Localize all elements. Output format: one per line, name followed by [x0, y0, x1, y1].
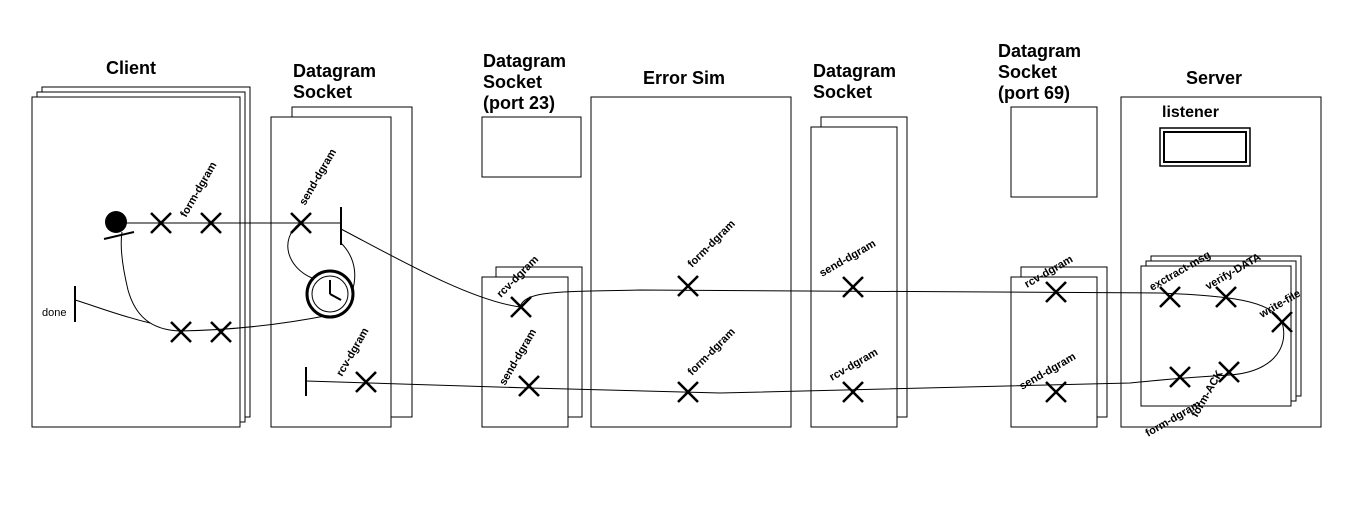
server-form-dgram-cross [1169, 366, 1191, 388]
start-dot-icon [105, 211, 127, 233]
start-underline [103, 231, 135, 240]
errorsim-cross-top [677, 275, 699, 297]
errorsim-cross-bottom [677, 381, 699, 403]
socket2-title-line3: (port 23) [483, 93, 555, 113]
socket2-title-line1: Datagram [483, 51, 566, 71]
socket1-title-line1: Datagram [293, 61, 376, 81]
listener-label: listener [1162, 104, 1219, 121]
socket3-send-cross [842, 276, 864, 298]
socket2-port-box [481, 116, 582, 178]
forward-flow-line [519, 289, 1283, 323]
socket4-box [1010, 276, 1098, 428]
server-write-cross [1271, 311, 1293, 333]
server-extract-cross [1159, 286, 1181, 308]
socket2-title-line2: Socket [483, 72, 542, 92]
client-box [31, 96, 241, 428]
socket1-rcv-cross [355, 371, 377, 393]
socket3-box [810, 126, 898, 428]
done-line [74, 299, 151, 324]
socket3-rcv-cross [842, 381, 864, 403]
socket4-title-line2: Socket [998, 62, 1057, 82]
client-cross-3 [170, 321, 192, 343]
client-cross-4 [210, 321, 232, 343]
server-title: Server [1186, 68, 1242, 88]
client-cross-1 [150, 212, 172, 234]
socket2-send-cross [518, 375, 540, 397]
client-cross-2 [200, 212, 222, 234]
send-to-socket2-line [340, 228, 521, 308]
socket3-title-line2: Socket [813, 82, 872, 102]
socket1-send-cross [290, 212, 312, 234]
socket3-title-line1: Datagram [813, 61, 896, 81]
errorsim-title: Error Sim [643, 68, 725, 88]
server-verify-cross [1215, 286, 1237, 308]
client-return-curve [120, 231, 331, 332]
socket4-title-line3: (port 69) [998, 83, 1070, 103]
socket1-title-line2: Socket [293, 82, 352, 102]
clock-icon [305, 269, 355, 319]
listener-box-inner [1163, 131, 1247, 163]
server-thread-box [1140, 265, 1292, 407]
return-flow-line [305, 321, 1285, 394]
socket4-send-cross [1045, 381, 1067, 403]
server-form-ack-cross [1218, 361, 1240, 383]
socket2-rcv-cross [510, 296, 532, 318]
socket4-title-line1: Datagram [998, 41, 1081, 61]
socket4-rcv-cross [1045, 281, 1067, 303]
client-title: Client [106, 58, 156, 78]
socket4-port-box [1010, 106, 1098, 198]
errorsim-box [590, 96, 792, 428]
done-label: done [42, 307, 66, 319]
